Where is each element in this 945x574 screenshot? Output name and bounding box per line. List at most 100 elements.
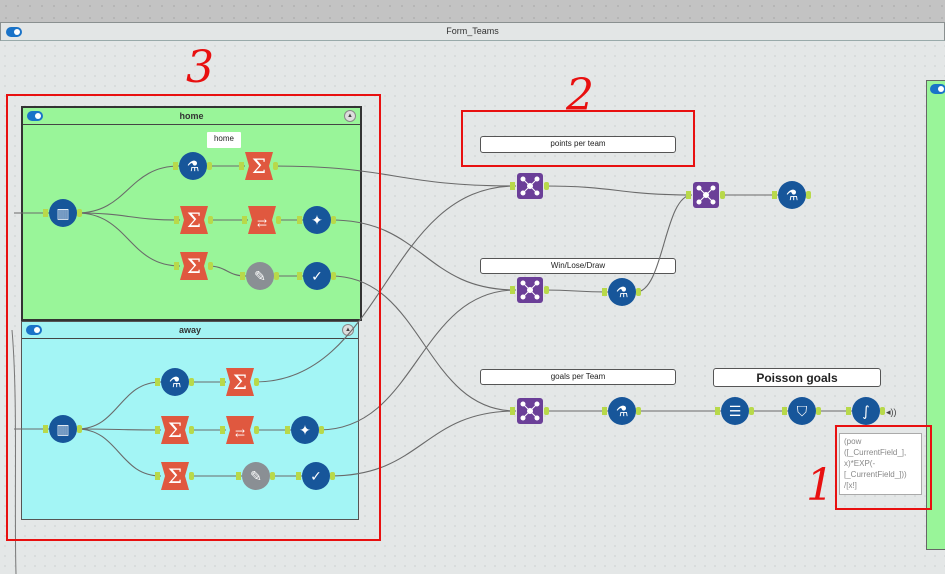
svg-text:Σ: Σ [252, 154, 266, 178]
summarize-tool-icon[interactable]: Σ [239, 152, 278, 180]
check-tool-icon[interactable]: ✓ [296, 462, 335, 490]
svg-text:✓: ✓ [311, 269, 323, 285]
input-anchor [846, 407, 851, 415]
join-tool-icon[interactable] [686, 182, 725, 208]
summarize-tool-icon[interactable]: Σ [174, 206, 213, 234]
comment-points-per-team[interactable]: points per team [480, 136, 676, 153]
output-anchor [636, 407, 641, 415]
svg-text:⚗: ⚗ [616, 285, 629, 301]
input-anchor [155, 472, 160, 480]
formula-tool-icon[interactable]: ⚗ [155, 368, 194, 396]
output-anchor [254, 426, 259, 434]
svg-text:✎: ✎ [250, 469, 262, 485]
comment-poisson-goals[interactable]: Poisson goals [713, 368, 881, 387]
join-tool-icon[interactable] [510, 277, 549, 303]
highlight-box-1 [835, 425, 932, 510]
svg-text:⚗: ⚗ [169, 375, 182, 391]
input-anchor [715, 407, 720, 415]
transpose-tool-icon[interactable]: ⇄ [242, 206, 281, 234]
connection-wire [330, 219, 517, 291]
input-anchor [510, 286, 515, 294]
comment-win-lose-draw[interactable]: Win/Lose/Draw [480, 258, 676, 274]
connection-wire [76, 212, 181, 221]
join-tool-icon[interactable] [510, 398, 549, 424]
cleanse-tool-icon[interactable]: ✦ [297, 206, 336, 234]
transpose-tool-icon[interactable]: ⇄ [220, 416, 259, 444]
formula-tool-icon[interactable]: ⚗ [602, 397, 641, 425]
tooltip: home [207, 132, 241, 148]
svg-text:Σ: Σ [233, 370, 247, 394]
svg-text:Σ: Σ [168, 418, 182, 442]
svg-text:✓: ✓ [310, 469, 322, 485]
output-anchor [544, 286, 549, 294]
connection-wire [76, 428, 162, 431]
join-tool-icon[interactable] [510, 173, 549, 199]
input-anchor [297, 216, 302, 224]
cleanse-tool-icon[interactable]: ✦ [285, 416, 324, 444]
container-header-form-teams: Form_Teams [0, 22, 945, 41]
grey-tool-icon[interactable]: ✎ [240, 262, 279, 290]
input-anchor [782, 407, 787, 415]
connection-wire [318, 289, 517, 431]
fillbucket-tool-icon[interactable]: ⛉ [782, 397, 821, 425]
input-anchor [602, 407, 607, 415]
append-tool-icon[interactable]: ☰ [715, 397, 754, 425]
svg-text:Σ: Σ [187, 254, 201, 278]
output-anchor [749, 407, 754, 415]
input-anchor [285, 426, 290, 434]
input-anchor [240, 272, 245, 280]
collapse-icon[interactable]: ▲ [344, 110, 356, 122]
summarize-tool-icon[interactable]: Σ [155, 462, 194, 490]
container-right-toggle[interactable] [930, 84, 945, 94]
input-anchor [155, 426, 160, 434]
handwritten-3: 3 [186, 42, 214, 93]
output-anchor [254, 378, 259, 386]
input-anchor [686, 191, 691, 199]
check-tool-icon[interactable]: ✓ [297, 262, 336, 290]
grey-tool-icon[interactable]: ✎ [236, 462, 275, 490]
connection-wire [76, 165, 180, 214]
input-anchor [602, 288, 607, 296]
formula-tool-icon[interactable]: ⚗ [602, 278, 641, 306]
summarize-tool-icon[interactable]: Σ [174, 252, 213, 280]
speaker-icon: ◂)) [886, 407, 897, 417]
input-tool-icon[interactable]: ▥ [43, 199, 82, 227]
output-anchor [806, 191, 811, 199]
connection-wire [11, 329, 17, 574]
summarize-tool-icon[interactable]: Σ [155, 416, 194, 444]
input-anchor [155, 378, 160, 386]
comment-goals-per-team[interactable]: goals per Team [480, 369, 676, 385]
container-away-toggle[interactable] [26, 325, 42, 335]
handwritten-1: 1 [806, 460, 834, 511]
input-anchor [220, 378, 225, 386]
input-anchor [43, 209, 48, 217]
connection-wire [272, 165, 517, 187]
formula-tool-icon[interactable]: ⚗ [772, 181, 811, 209]
input-anchor [242, 216, 247, 224]
output-anchor [331, 272, 336, 280]
container-toggle[interactable] [6, 27, 22, 37]
annotation-formula: (pow ([_CurrentField_], x)*EXP(- [_Curre… [839, 433, 922, 495]
container-home-toggle[interactable] [27, 111, 43, 121]
summarize-tool-icon[interactable]: Σ [220, 368, 259, 396]
multifield-tool-icon[interactable]: ∫ [846, 397, 885, 425]
output-anchor [331, 216, 336, 224]
output-anchor [274, 272, 279, 280]
connection-wire [543, 185, 693, 196]
svg-text:Σ: Σ [168, 464, 182, 488]
connection-wire [329, 410, 517, 477]
input-anchor [173, 162, 178, 170]
connection-wire [330, 275, 517, 412]
svg-text:▥: ▥ [56, 422, 69, 438]
formula-tool-icon[interactable]: ⚗ [173, 152, 212, 180]
input-anchor [174, 262, 179, 270]
connection-wire [253, 185, 517, 383]
container-home-header: home [23, 108, 360, 125]
highlight-box-3 [6, 94, 381, 541]
input-anchor [510, 182, 515, 190]
input-anchor [236, 472, 241, 480]
svg-text:⚗: ⚗ [786, 188, 799, 204]
input-anchor [297, 272, 302, 280]
svg-text:⚗: ⚗ [616, 404, 629, 420]
input-tool-icon[interactable]: ▥ [43, 415, 82, 443]
